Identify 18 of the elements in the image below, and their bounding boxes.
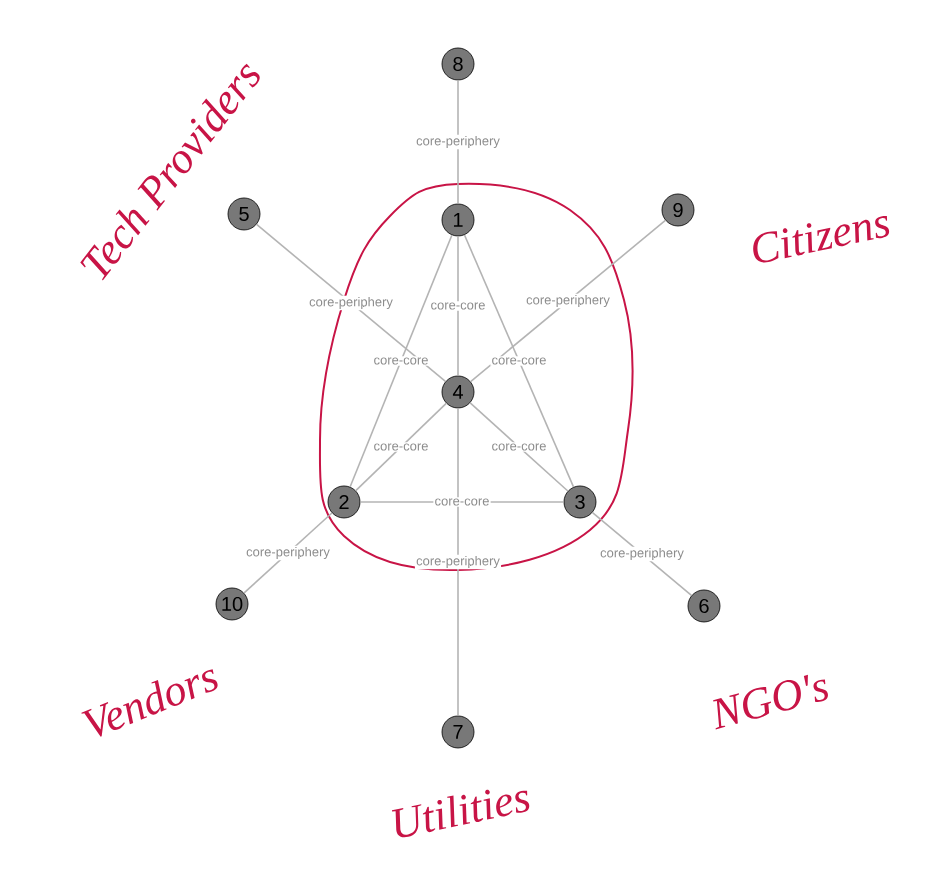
network-node: 3 xyxy=(563,485,597,519)
edge-line xyxy=(469,402,569,492)
edge-line xyxy=(355,402,447,492)
edge-line xyxy=(255,223,447,383)
edge-line xyxy=(457,235,459,377)
network-node: 1 xyxy=(441,203,475,237)
edge-line xyxy=(349,234,453,488)
edge-line xyxy=(469,219,667,383)
edge-line xyxy=(463,234,575,488)
edge-line xyxy=(457,79,459,205)
network-node: 2 xyxy=(327,485,361,519)
edge-line xyxy=(457,407,459,717)
network-node: 8 xyxy=(441,47,475,81)
network-node: 7 xyxy=(441,715,475,749)
network-node: 10 xyxy=(215,587,249,621)
network-node: 9 xyxy=(661,193,695,227)
network-node: 4 xyxy=(441,375,475,409)
network-node: 6 xyxy=(687,589,721,623)
